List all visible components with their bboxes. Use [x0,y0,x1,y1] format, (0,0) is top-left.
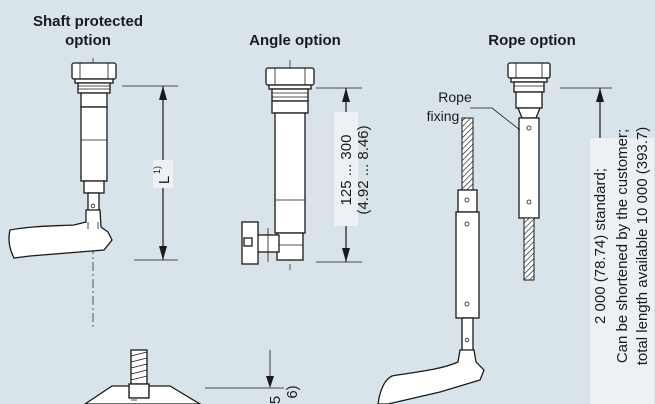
dim-rope-line2: Can be shortened by the customer; [614,129,631,363]
angle-option-drawing [241,60,362,270]
dim-rope-line1: 2 000 (78.74) standard; [592,168,609,324]
label-rope-fixing-line1: Rope [438,89,472,105]
dim-bottom-partial-2: 6) [284,385,301,398]
label-rope-fixing-line2: fixing [427,108,460,124]
title-shaft-protected-line1: Shaft protected [33,13,143,30]
title-shaft-protected-line2: option [65,32,111,49]
shaft-protected-drawing [8,58,178,330]
rope-option-drawing [377,62,654,404]
dim-rope-line3: total length available 10 000 (393.7) [634,127,651,366]
dim-shaft-footnote: 1) [152,166,162,174]
dim-angle-in: (4.92 ... 8.46) [355,125,372,214]
bottom-partial-drawing [83,349,284,404]
dim-angle-mm: 125 ... 300 [338,135,355,206]
title-angle-option: Angle option [249,32,341,49]
title-rope-option: Rope option [488,32,575,49]
dim-bottom-partial-1: 5 [267,396,284,404]
dim-shaft-length: L [156,176,173,184]
